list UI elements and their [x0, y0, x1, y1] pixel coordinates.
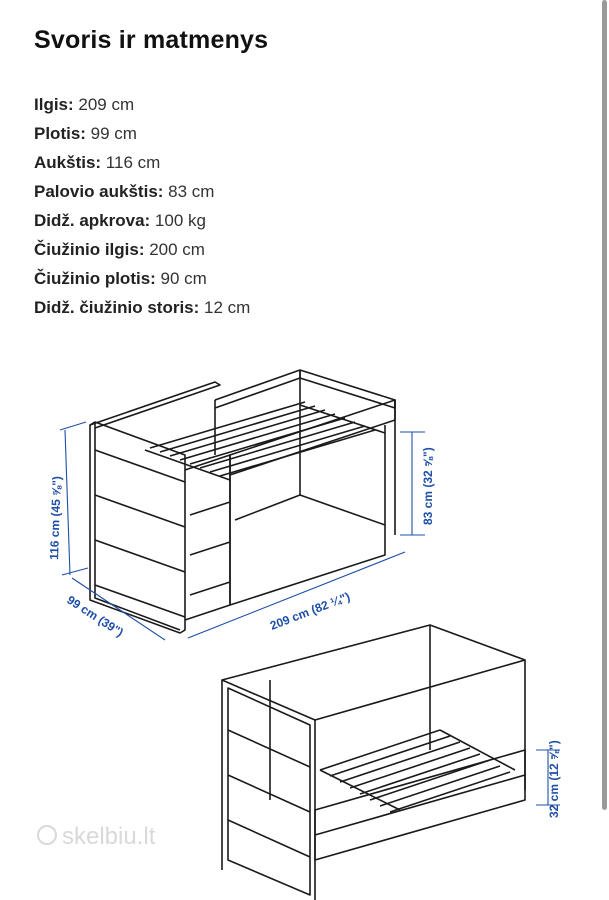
spec-height: Aukštis: 116 cm [34, 153, 161, 172]
svg-text:116 cm (45 ⅝"): 116 cm (45 ⅝") [47, 476, 64, 560]
svg-text:32 cm (12 ⅝"): 32 cm (12 ⅝") [547, 740, 561, 818]
spec-mattress-width: Čiužinio plotis: 90 cm [34, 269, 207, 288]
svg-text:99 cm (39"): 99 cm (39") [64, 593, 126, 640]
dimension-under-bed: 83 cm (32 ⅝") [400, 431, 435, 536]
spec-mattress-thickness: Didž. čiužinio storis: 12 cm [34, 298, 251, 317]
svg-text:skelbiu.lt: skelbiu.lt [62, 823, 156, 850]
spec-width: Plotis: 99 cm [34, 124, 137, 143]
watermark: skelbiu.lt [37, 823, 156, 850]
dimension-low-side: 32 cm (12 ⅝") [536, 740, 561, 818]
bed-high-illustration [89, 369, 396, 634]
spec-mattress-length: Čiužinio ilgis: 200 cm [34, 240, 205, 259]
bed-dimension-drawing: 116 cm (45 ⅝") 99 cm (39") 209 cm (82 ¼"… [37, 369, 561, 900]
spec-length: Ilgis: 209 cm [34, 95, 135, 114]
dimension-height: 116 cm (45 ⅝") [47, 421, 89, 576]
spec-max-load: Didž. apkrova: 100 kg [34, 211, 206, 230]
page-title: Svoris ir matmenys [34, 26, 269, 54]
watermark-icon [37, 825, 57, 845]
svg-text:209 cm (82 ¼"): 209 cm (82 ¼") [268, 589, 352, 632]
svg-text:83 cm (32 ⅝"): 83 cm (32 ⅝") [421, 447, 435, 525]
bed-low-illustration [221, 624, 526, 900]
dimension-length: 209 cm (82 ¼") [187, 551, 406, 639]
scrollbar[interactable] [602, 0, 607, 810]
spec-list: Ilgis: 209 cm Plotis: 99 cm Aukštis: 116… [34, 90, 250, 322]
spec-under-bed-height: Palovio aukštis: 83 cm [34, 182, 215, 201]
